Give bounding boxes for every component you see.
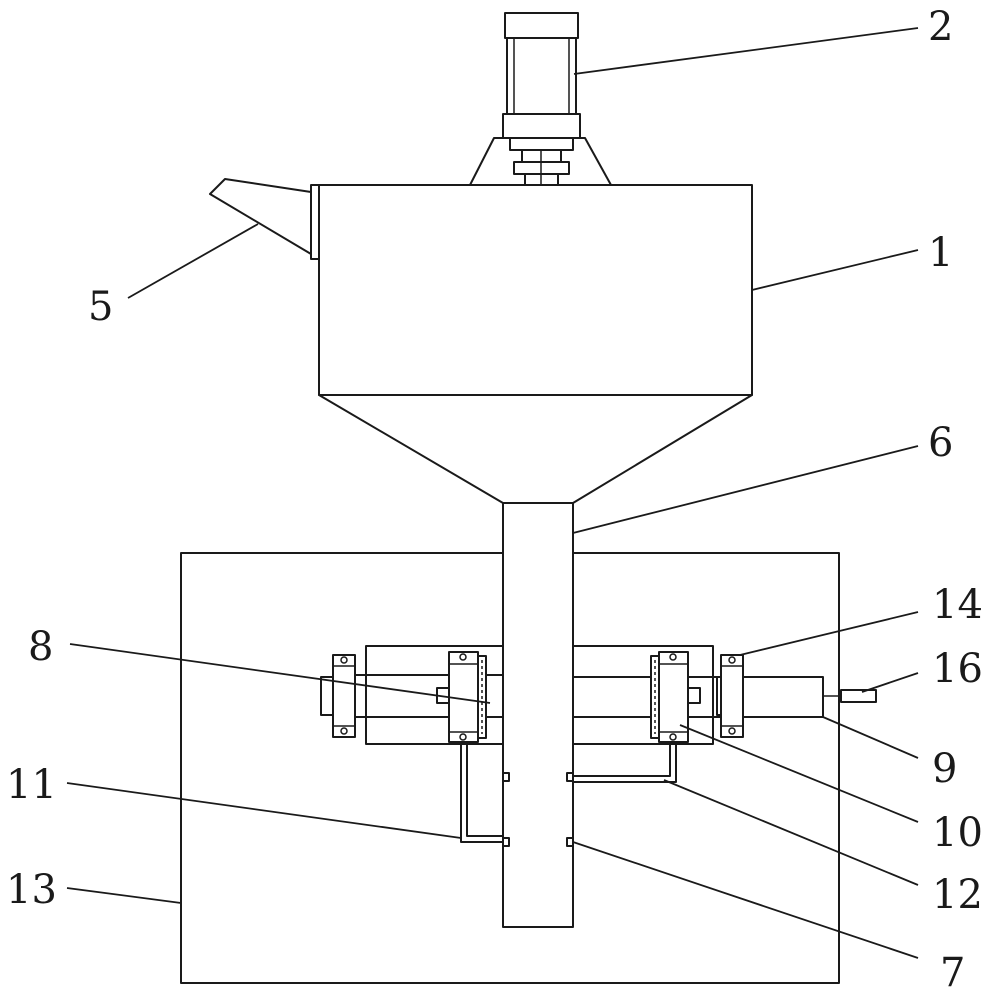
leader-5	[127, 223, 259, 299]
label-13: 13	[6, 867, 57, 913]
right-mechanism	[570, 645, 877, 783]
label-6: 6	[928, 420, 953, 466]
label-8: 8	[28, 624, 53, 670]
label-12: 12	[932, 872, 983, 918]
leader-16	[861, 672, 919, 693]
leader-9	[822, 716, 919, 759]
leader-14	[739, 611, 919, 656]
leader-10	[679, 724, 919, 823]
leader-1	[751, 249, 919, 291]
pipe-nozzle-left-upper	[502, 772, 510, 782]
inlet-spout	[209, 178, 320, 260]
pipe-nozzle-right-lower	[566, 837, 574, 847]
tank-funnel	[318, 394, 753, 504]
label-11: 11	[6, 762, 57, 808]
label-7: 7	[940, 950, 965, 996]
leader-13	[66, 887, 182, 904]
leader-11	[66, 782, 462, 839]
label-16: 16	[932, 646, 983, 692]
leader-12	[663, 779, 919, 886]
label-9: 9	[932, 746, 957, 792]
left-mechanism	[320, 645, 507, 843]
pipe-nozzle-left-lower	[502, 837, 510, 847]
label-10: 10	[932, 810, 983, 856]
leader-6	[572, 445, 919, 534]
leader-8	[69, 643, 491, 704]
discharge-pipe	[502, 502, 574, 928]
label-1: 1	[928, 230, 953, 276]
tank-body	[318, 184, 753, 396]
label-14: 14	[932, 582, 983, 628]
label-5: 5	[88, 284, 113, 330]
motor-assembly	[469, 12, 612, 186]
leader-7	[572, 841, 919, 959]
leader-2	[573, 27, 919, 75]
label-2: 2	[928, 4, 953, 50]
pipe-nozzle-right-upper	[566, 772, 574, 782]
